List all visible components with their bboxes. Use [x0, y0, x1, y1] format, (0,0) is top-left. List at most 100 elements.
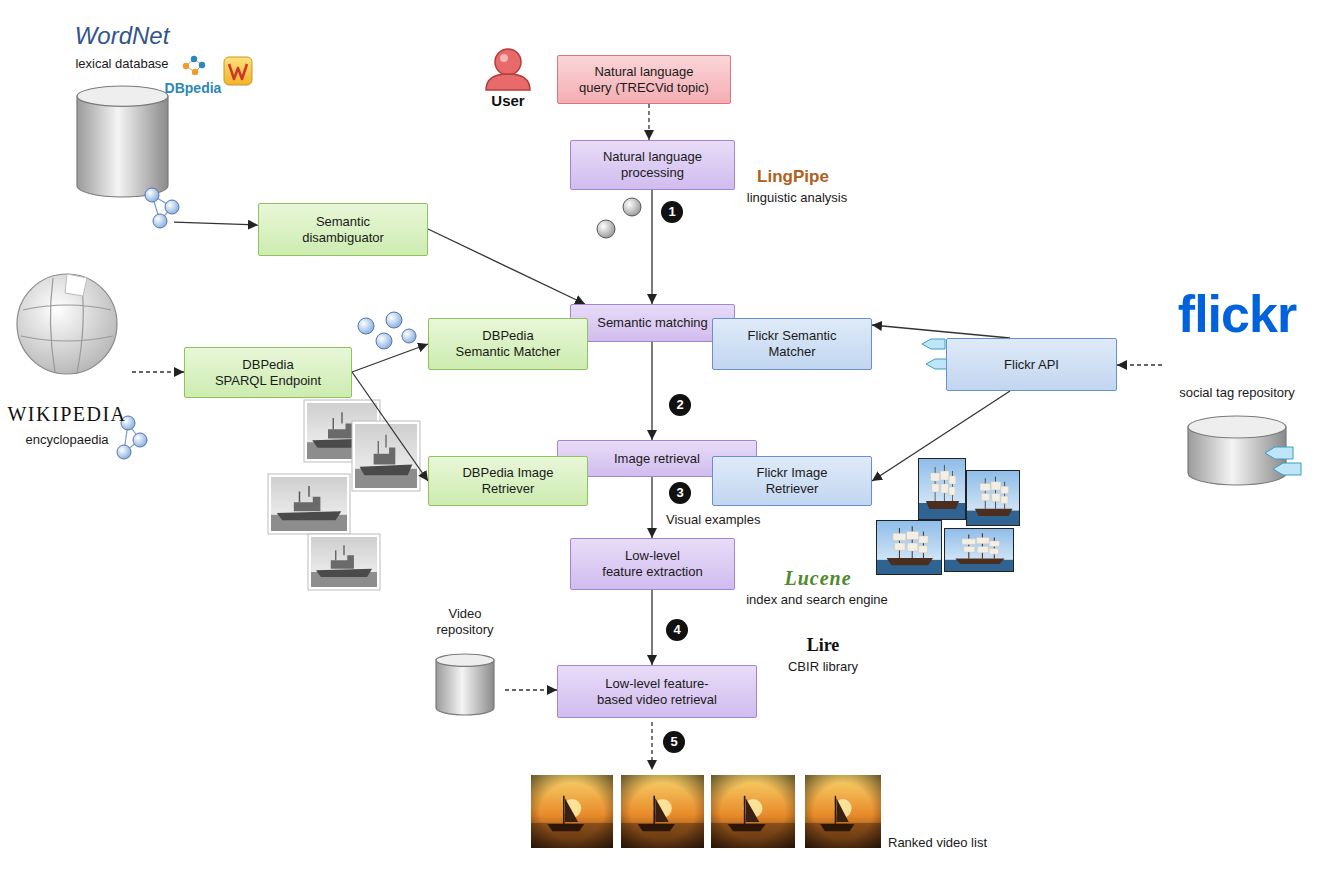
node-label: WordNet	[75, 22, 170, 50]
component-box: DBPedia Semantic Matcher	[428, 318, 588, 370]
flow-arrow	[174, 222, 258, 225]
process-box: Low-level feature extraction	[570, 538, 735, 590]
token-spheres	[597, 198, 641, 238]
callout-circles-part	[663, 731, 685, 753]
tool-logo: DBpedia	[165, 80, 222, 97]
callout-number: 2	[676, 397, 683, 413]
tool-logo: Lucene	[784, 566, 851, 590]
database-cylinder	[435, 653, 495, 715]
database-cylinder-part	[153, 214, 167, 228]
flow-arrow	[651, 190, 652, 304]
node-label: Flickr Image Retriever	[733, 465, 851, 496]
flow-arrow	[872, 325, 1010, 338]
user-icon-part	[500, 54, 508, 62]
lexical-database: WordNet lexical database	[70, 22, 174, 225]
flow-arrow	[428, 229, 585, 304]
database-cylinder-part	[77, 96, 168, 197]
network-icon-part	[133, 433, 147, 447]
flickr-images-part	[877, 521, 941, 574]
concept-spheres	[358, 312, 416, 349]
node-sublabel: encyclopaedia	[25, 432, 108, 448]
dbpedia-logo-part	[183, 63, 189, 69]
ranked-video-frames-part	[805, 775, 881, 848]
token-spheres-part	[623, 198, 641, 216]
node-label: Natural language processing	[585, 149, 720, 180]
ranked-video-frames-part	[711, 775, 795, 848]
result-arrow-part	[651, 722, 652, 770]
concept-spheres-part	[358, 318, 374, 334]
component-box: Flickr API	[946, 338, 1117, 391]
wordnet-logo-part	[224, 57, 252, 85]
database-cylinder-part	[436, 654, 494, 666]
node-label: Low-level feature-based video retrieval	[574, 676, 740, 707]
process-box: Semantic matching	[570, 304, 735, 342]
database-cylinder-part	[1188, 416, 1286, 438]
database-cylinder	[76, 85, 169, 225]
node-sublabel: social tag repository	[1179, 385, 1295, 401]
flickr-images-part	[918, 458, 966, 520]
globe-icon-part	[65, 274, 87, 296]
actor-label: User	[491, 92, 524, 110]
globe-icon-part	[17, 274, 117, 374]
edge-label: Visual examples	[664, 512, 762, 528]
node-label: Video repository	[425, 606, 505, 637]
callout-circles-part	[669, 482, 691, 504]
dbpedia-images-part	[308, 534, 380, 590]
concept-spheres-part	[402, 329, 416, 343]
dbpedia-logo	[183, 56, 205, 75]
tag-icons-part	[922, 339, 945, 349]
token-spheres-part	[597, 220, 615, 238]
video-database: Video repository	[425, 606, 505, 715]
flow-arrow	[648, 104, 649, 140]
node-label: Semantic disambiguator	[283, 214, 403, 245]
flow-arrow	[352, 344, 428, 372]
node-label: Flickr API	[1004, 357, 1059, 373]
dbpedia-images-part	[268, 474, 350, 534]
flow-arrow	[352, 372, 428, 481]
database-cylinder-part	[1265, 447, 1293, 459]
user-icon-part	[486, 74, 530, 90]
database-cylinder-part	[77, 86, 168, 106]
ranked-video-frames-part	[531, 775, 613, 848]
node-sublabel: lexical database	[75, 56, 168, 72]
encyclopaedia-source: WIKIPEDIA encyclopaedia	[2, 272, 132, 448]
node-label: DBPedia SPARQL Endpoint	[201, 357, 335, 388]
tag-repository: flickr social tag repository	[1162, 286, 1312, 489]
component-box: DBPedia SPARQL Endpoint	[184, 347, 352, 398]
component-box: Semantic disambiguator	[258, 203, 428, 256]
tool-caption: index and search engine	[746, 592, 888, 608]
callout-circles-part	[661, 201, 683, 223]
node-label: Flickr Semantic Matcher	[733, 328, 851, 359]
wordnet-logo-part	[229, 64, 247, 79]
process-box: Low-level feature-based video retrieval	[557, 665, 757, 718]
callout-number: 4	[673, 622, 680, 638]
node-label: WIKIPEDIA	[7, 402, 126, 426]
flickr-images-part	[966, 470, 1020, 526]
database-cylinder	[1187, 415, 1287, 489]
ranked-video-frames	[531, 775, 881, 848]
node-label: Semantic matching	[597, 315, 708, 331]
flickr-images-part	[967, 471, 1019, 525]
database-cylinder-part	[436, 660, 494, 715]
wordnet-logo	[224, 57, 252, 85]
flickr-images-part	[876, 520, 942, 575]
user-icon-part	[495, 49, 521, 75]
flow-arrow	[1117, 364, 1162, 365]
component-box: Flickr Image Retriever	[712, 456, 872, 506]
node-label: DBPedia Semantic Matcher	[449, 328, 567, 359]
dbpedia-logo-part	[199, 62, 205, 68]
node-label: Image retrieval	[614, 451, 700, 467]
tool-caption: CBIR library	[788, 659, 858, 675]
callout-circles-part	[666, 619, 688, 641]
flow-arrow	[132, 371, 184, 372]
node-label: DBPedia Image Retriever	[449, 465, 567, 496]
tool-logo: Lire	[807, 635, 840, 657]
node-label: Low-level feature extraction	[585, 548, 720, 579]
database-cylinder-part	[1273, 463, 1301, 475]
flow-arrow	[651, 590, 652, 665]
flickr-images	[876, 458, 1020, 575]
flow-arrow	[651, 477, 652, 538]
node-label: flickr	[1178, 286, 1296, 343]
callout-circles-part	[669, 394, 691, 416]
